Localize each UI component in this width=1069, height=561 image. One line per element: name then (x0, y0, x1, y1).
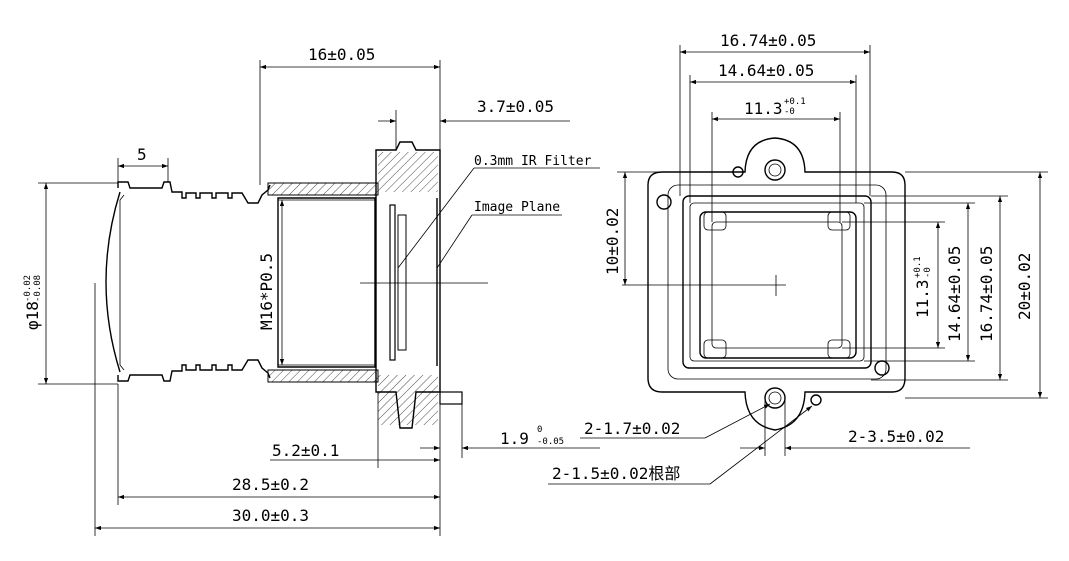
dim-1-9-tol-upper: 0 (537, 425, 542, 435)
dim-10: 10±0.02 (603, 208, 622, 275)
mount-hole-top (764, 159, 786, 181)
side-view: 16±0.05 3.7±0.05 5 φ18 -0.02 -0.08 M16*P… (23, 45, 600, 536)
ir-filter-label: 0.3mm IR Filter (474, 154, 592, 169)
dim-14-64-v: 14.64±0.05 (945, 246, 964, 342)
hole-2-1-5-root: 2-1.5±0.02根部 (552, 464, 680, 483)
ir-filter (389, 204, 396, 361)
pin-bottom (810, 394, 822, 406)
dim-16: 16±0.05 (308, 45, 375, 64)
mount-hole-bottom-inner (768, 391, 782, 405)
hole-2-3-5: 2-3.5±0.02 (848, 427, 944, 446)
locating-hole-right (874, 360, 890, 376)
dim-diameter-tol-lower: -0.08 (33, 275, 43, 302)
hole-2-1-7: 2-1.7±0.02 (584, 419, 680, 438)
holder-outline (647, 137, 906, 431)
sensor-window (397, 214, 407, 351)
mount-hole-top-inner (768, 163, 782, 177)
dim-16-74-v: 16.74±0.05 (977, 246, 996, 342)
locating-hole-left (656, 194, 672, 210)
dim-11-3-h-tol-upper: +0.1 (784, 97, 806, 107)
dim-5: 5 (137, 145, 147, 164)
thread-hatch-top (267, 182, 379, 196)
dim-3-7: 3.7±0.05 (477, 97, 554, 116)
flange-step (667, 184, 887, 380)
front-lens-curve (105, 191, 121, 373)
dim-11-3-h-tol-lower: -0 (784, 107, 795, 117)
holder-inner-2 (689, 202, 865, 362)
dim-1-9-main: 1.9 (500, 429, 529, 448)
pin-top (732, 166, 744, 178)
top-view: 16.74±0.05 14.64±0.05 11.3 +0.1 -0 10±0.… (548, 31, 1048, 485)
thread-label: M16*P0.5 (257, 253, 276, 330)
corner-pad (703, 339, 727, 359)
holder-hatch-top (378, 152, 438, 192)
dim-11-3-v-tol-lower: -0 (923, 267, 933, 278)
holder-inner-1 (682, 195, 872, 369)
corner-pad (703, 211, 727, 231)
dim-11-3-v-tol-upper: +0.1 (913, 256, 923, 278)
image-plane-label: Image Plane (474, 200, 560, 215)
holder-hatch-bottom (378, 375, 438, 425)
dim-5-2: 5.2±0.1 (272, 441, 339, 460)
dim-11-3-v-main: 11.3 (913, 279, 932, 318)
dim-diameter-main: φ18 (23, 301, 42, 330)
corner-pad (827, 211, 851, 231)
dim-14-64-h: 14.64±0.05 (718, 61, 814, 80)
dim-30: 30.0±0.3 (232, 506, 309, 525)
dim-16-74-h: 16.74±0.05 (720, 31, 816, 50)
locating-pin (439, 391, 463, 405)
corner-pad (827, 339, 851, 359)
lens-barrel-outline (117, 181, 271, 382)
dim-28-5: 28.5±0.2 (232, 475, 309, 494)
dim-diameter-tol-upper: -0.02 (23, 275, 33, 302)
dim-1-9-tol-lower: -0.05 (537, 437, 564, 447)
lens-inner-curve (119, 194, 125, 371)
thread-hatch-bottom (267, 369, 379, 383)
dim-20: 20±0.02 (1015, 253, 1034, 320)
dim-11-3-h-main: 11.3 (744, 99, 783, 118)
inner-barrel (277, 197, 376, 368)
